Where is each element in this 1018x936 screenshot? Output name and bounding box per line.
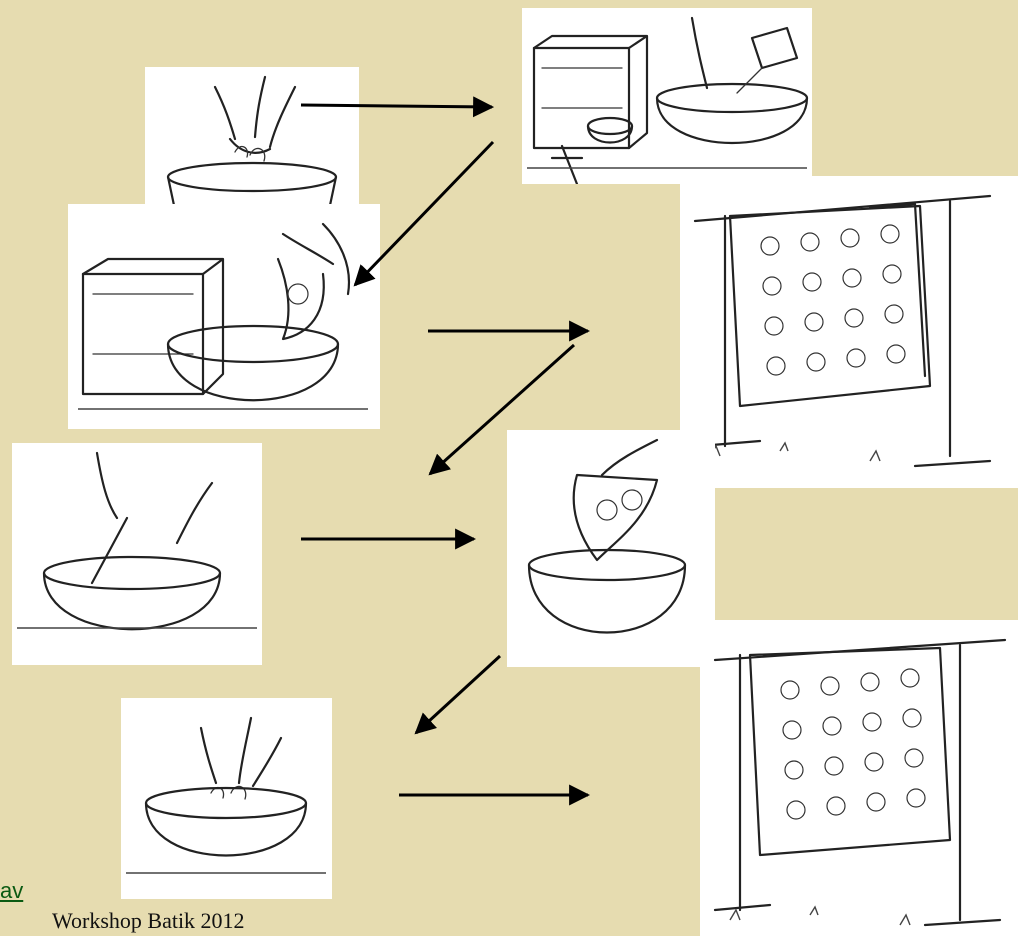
footer-link[interactable]: av <box>0 878 23 904</box>
arrow-6-to-7 <box>416 656 500 733</box>
step-dip-cloth-2-illustration <box>507 430 715 667</box>
step-mix-dye-stove-illustration <box>522 8 812 184</box>
footer-title: Workshop Batik 2012 <box>52 908 245 934</box>
step-hang-cloth-2-illustration <box>700 620 1018 936</box>
step-stir-solution-illustration <box>12 443 262 665</box>
step-dip-cloth-stove-illustration <box>68 204 380 429</box>
step-dip-cloth-illustration <box>145 67 359 210</box>
step-hang-cloth-illustration <box>680 176 1018 488</box>
step-dip-cloth-3-illustration <box>121 698 332 899</box>
